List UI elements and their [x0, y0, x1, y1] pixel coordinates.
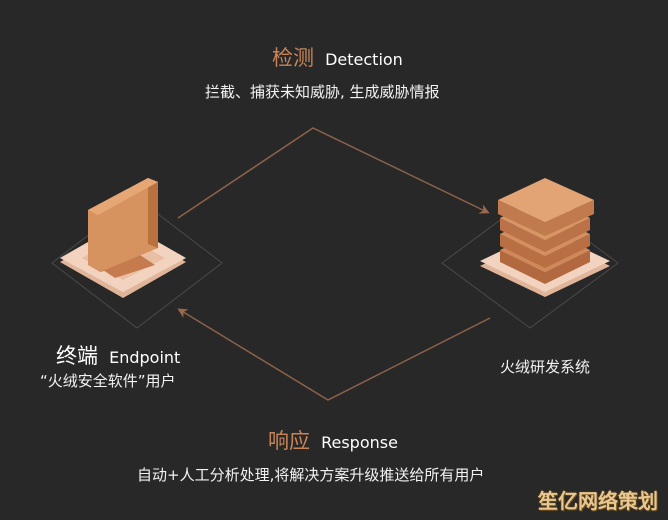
detection-title-en: Detection: [325, 50, 403, 69]
response-description: 自动+人工分析处理,将解决方案升级推送给所有用户: [137, 466, 485, 484]
response-title-cn: 响应: [268, 429, 310, 453]
endpoint-title-cn: 终端: [56, 344, 98, 368]
response-title-en: Response: [321, 433, 398, 452]
watermark: 笙亿网络策划: [538, 489, 658, 513]
detection-description: 拦截、捕获未知威胁, 生成威胁情报: [205, 83, 440, 101]
monitor-icon: [88, 178, 158, 278]
response-title: 响应 Response: [268, 425, 398, 455]
endpoint-description: “火绒安全软件”用户: [40, 372, 176, 390]
detection-arrow: [177, 127, 490, 219]
server-stack-icon: [498, 178, 594, 284]
detection-title-cn: 检测: [272, 46, 314, 70]
endpoint-title: 终端 Endpoint: [56, 340, 180, 370]
detection-title: 检测 Detection: [272, 42, 403, 72]
endpoint-title-en: Endpoint: [109, 348, 181, 367]
response-arrow: [177, 308, 491, 401]
system-label: 火绒研发系统: [500, 358, 591, 376]
